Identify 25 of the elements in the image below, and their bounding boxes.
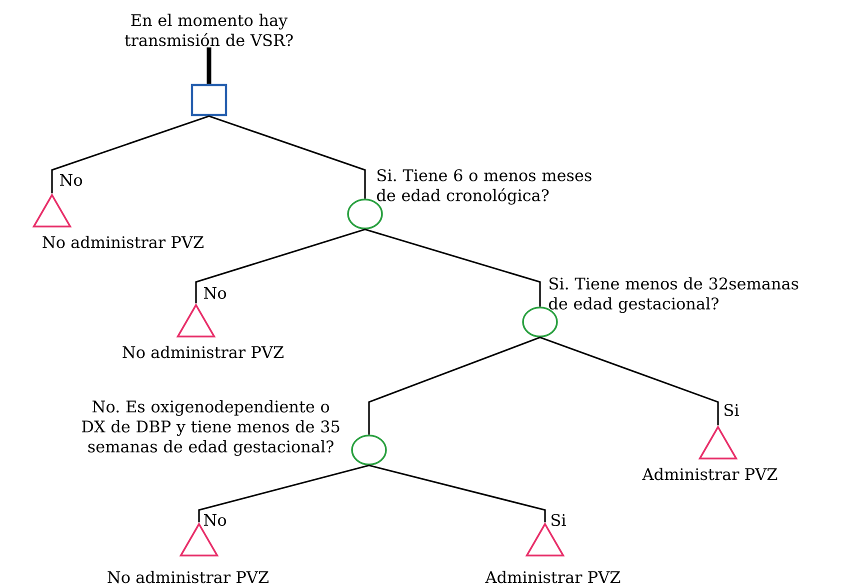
branch-label: Si xyxy=(724,404,739,416)
branch-label: Si. Tiene menos de 32semanas de edad gestacional? xyxy=(549,277,798,313)
question-text: En el momento hay transmisión de VSR? xyxy=(124,14,293,46)
branch-line xyxy=(368,464,546,522)
outcome-text: Administrar PVZ xyxy=(642,468,778,480)
branch-line xyxy=(368,336,540,435)
branch-line xyxy=(195,228,366,304)
branch-line xyxy=(208,115,366,199)
branch-label: Si. Tiene 6 o menos meses de edad cronológica? xyxy=(377,169,592,205)
branch-label: No xyxy=(60,174,82,186)
branch-line xyxy=(540,336,719,426)
branch-label: No xyxy=(204,514,226,526)
chance-circle xyxy=(351,434,387,466)
branch-label: Si xyxy=(552,514,566,526)
branch-label: No xyxy=(204,287,226,299)
branch-line xyxy=(364,228,541,307)
branch-line xyxy=(198,464,370,522)
outcome-text: No administrar PVZ xyxy=(108,570,268,584)
branch-label: No. Es oxigenodependiente o DX de DBP y tiene menos de 35 semanas de edad gestacional? xyxy=(82,400,340,456)
branch-line xyxy=(206,47,212,84)
outcome-text: Administrar PVZ xyxy=(485,570,620,584)
branch-line xyxy=(51,115,210,194)
outcome-text: No administrar PVZ xyxy=(42,236,204,248)
decision-square xyxy=(190,84,228,116)
outcome-text: No administrar PVZ xyxy=(122,346,284,358)
